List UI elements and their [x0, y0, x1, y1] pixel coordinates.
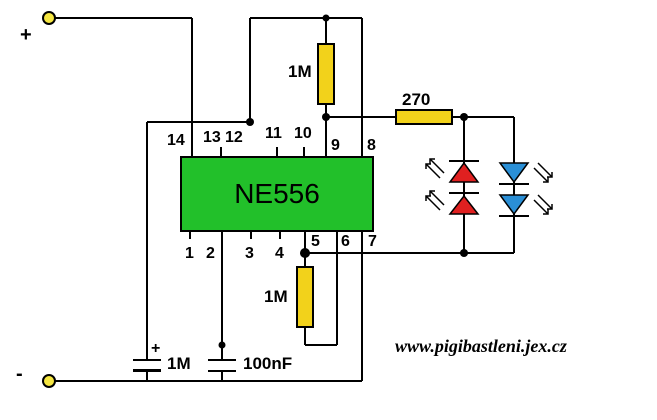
pin-4: 4: [275, 245, 284, 262]
resistor-led-label: 270: [402, 90, 430, 109]
pin-stubs-bottom: [189, 231, 281, 239]
pin-5: 5: [311, 233, 320, 250]
pin-3: 3: [245, 245, 254, 262]
pin-11: 11: [265, 125, 282, 142]
ic-ne556: NE556: [180, 156, 374, 232]
website-watermark: www.pigibastleni.jex.cz: [395, 336, 567, 356]
minus-label: -: [16, 363, 23, 385]
supply-minus-terminal: -: [16, 363, 56, 388]
resistor-bottom-label: 1M: [264, 287, 288, 306]
capacitor-electrolytic-1m: + 1M: [133, 340, 191, 373]
pin-10: 10: [294, 125, 312, 142]
pin-1: 1: [185, 245, 194, 262]
junction-dots: [218, 14, 468, 349]
supply-plus-terminal: +: [20, 11, 56, 46]
pin-8: 8: [367, 137, 376, 154]
capacitor-ceramic-100nf: 100nF: [208, 354, 292, 373]
resistor-bottom-1m: 1M: [264, 266, 314, 328]
pin-14: 14: [167, 132, 185, 149]
resistor-led-270: 270: [395, 90, 453, 125]
capacitor-100nf-label: 100nF: [243, 354, 292, 373]
pin-6: 6: [341, 233, 350, 250]
capacitor-1m-label: 1M: [167, 354, 191, 373]
capacitor-plus-label: +: [151, 340, 160, 357]
pin-13: 13: [203, 129, 221, 146]
pin-2: 2: [206, 245, 215, 262]
led-blue-pair: [498, 157, 553, 217]
pin-labels-top: 14 13 12 11 10 9 8: [167, 125, 376, 154]
pin-7: 7: [368, 233, 377, 250]
ic-label: NE556: [234, 178, 320, 209]
wires: [49, 17, 515, 382]
pin-labels-bottom: 1 2 3 4 5 6 7: [185, 233, 377, 262]
resistor-top-label: 1M: [288, 62, 312, 81]
pin-12: 12: [225, 129, 243, 146]
resistor-top-1m: 1M: [288, 43, 335, 105]
ic-body: [180, 156, 374, 232]
plus-label: +: [20, 24, 32, 46]
pin-stubs-top: [220, 147, 305, 157]
led-red-pair: [425, 157, 480, 216]
pin-9: 9: [331, 137, 340, 154]
